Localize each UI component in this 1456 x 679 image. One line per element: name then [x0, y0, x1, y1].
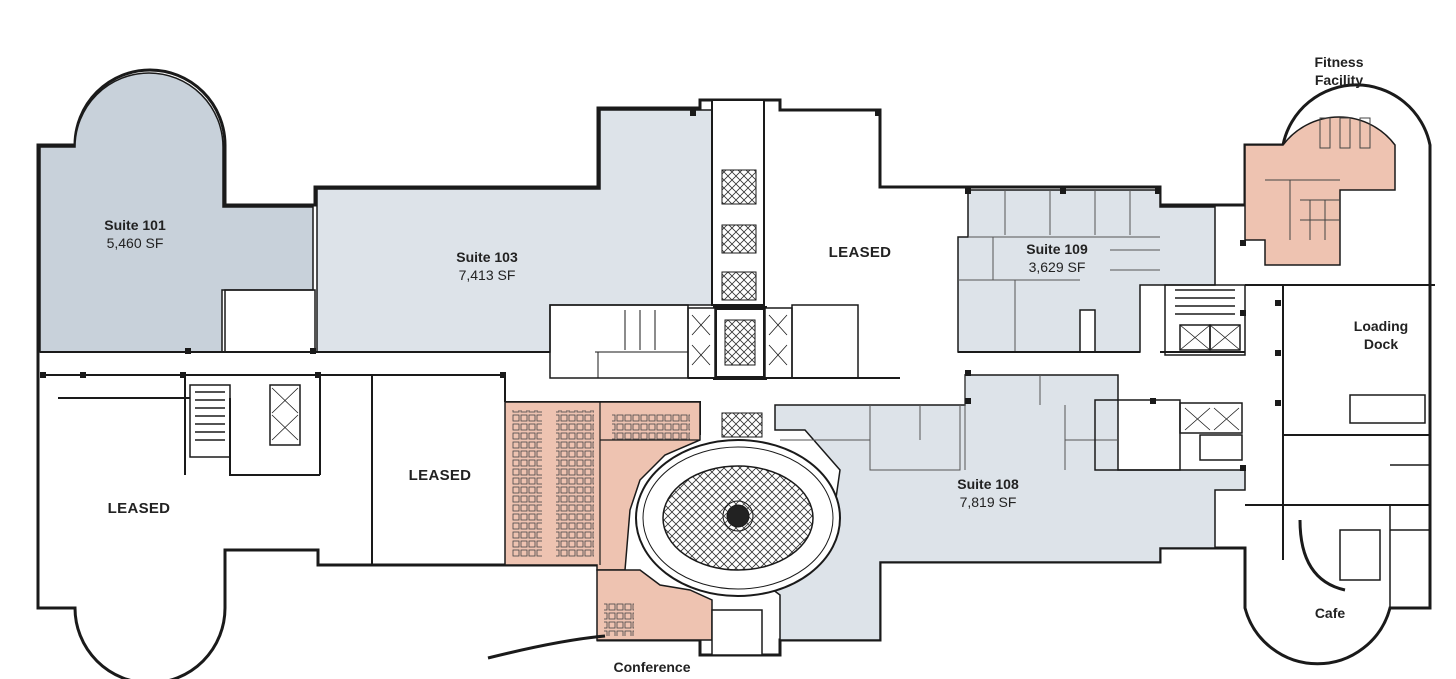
cafe-label: Cafe [1314, 605, 1346, 621]
loading-dock-label: Loading Dock [1353, 318, 1409, 352]
leased-label-left: LEASED [107, 500, 171, 517]
leased-label-middle: LEASED [408, 467, 472, 484]
suite-109-label: Suite 109 3,629 SF [1026, 240, 1087, 276]
lower-entry [487, 609, 763, 660]
conference-area [504, 401, 713, 641]
suite-108-area [758, 374, 1246, 641]
building-outline [36, 68, 1432, 679]
suite-101-label: Suite 101 5,460 SF [104, 216, 165, 252]
suite-103-label: Suite 103 7,413 SF [456, 248, 517, 284]
suite-area: 5,460 SF [106, 235, 164, 251]
suite-area: 7,819 SF [959, 494, 1017, 510]
structural-columns [40, 110, 1281, 471]
right-core [1094, 284, 1246, 471]
central-core [549, 99, 859, 438]
rotunda [635, 439, 841, 597]
suite-name: Suite 103 [456, 249, 518, 265]
suite-name: Suite 101 [104, 217, 166, 233]
conference-label: Conference [613, 659, 691, 675]
lower-core [189, 289, 316, 458]
suite-area: 7,413 SF [458, 267, 516, 283]
suite-103-area [316, 109, 713, 353]
suite-108-label: Suite 108 7,819 SF [957, 475, 1018, 511]
cafe-area [1283, 394, 1431, 608]
suite-101-area [39, 72, 314, 353]
fitness-facility-label: Fitness Facility [1314, 54, 1364, 88]
fitness-area [1244, 116, 1396, 266]
suite-name: Suite 109 [1026, 241, 1088, 257]
leased-label-top: LEASED [828, 244, 892, 261]
suite-area: 3,629 SF [1028, 259, 1086, 275]
suite-name: Suite 108 [957, 476, 1019, 492]
